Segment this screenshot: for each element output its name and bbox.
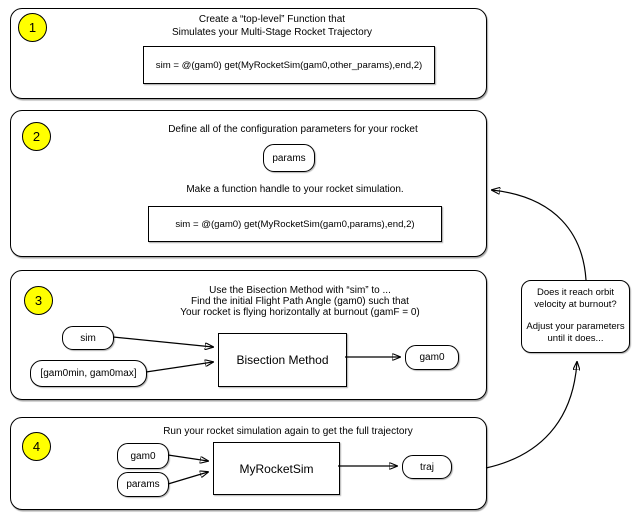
arrow-feedback-to-step2 <box>492 190 587 281</box>
step-3-title-line2: Find the initial Flight Path Angle (gam0… <box>191 296 409 307</box>
arrow-step4-to-feedback <box>485 362 577 469</box>
step-1-title: Create a “top-level” Function that Simul… <box>92 13 452 39</box>
step-1-badge: 1 <box>18 13 47 42</box>
sim-input-node: sim <box>62 326 114 350</box>
feedback-note: Does it reach orbit velocity at burnout?… <box>521 280 630 353</box>
feedback-instruction: Adjust your parameters until it does... <box>526 321 625 344</box>
myrocketsim-box: MyRocketSim <box>213 442 340 495</box>
step-1-code-box: sim = @(gam0) get(MyRocketSim(gam0,other… <box>143 46 435 84</box>
step-2-code-box: sim = @(gam0) get(MyRocketSim(gam0,param… <box>148 206 442 242</box>
step-2-title: Define all of the configuration paramete… <box>168 124 418 135</box>
feedback-question: Does it reach orbit velocity at burnout? <box>534 287 617 310</box>
step-3-badge: 3 <box>24 286 53 315</box>
step-4-title: Run your rocket simulation again to get … <box>163 426 413 437</box>
params-input-node: params <box>117 472 169 497</box>
step-3-title: Use the Bisection Method with “sim” to .… <box>115 285 485 318</box>
params-node: params <box>263 144 315 172</box>
gam0-input-node: gam0 <box>117 443 169 469</box>
step-1-title-line1: Create a “top-level” Function that <box>198 14 346 25</box>
step-4-badge: 4 <box>22 432 51 461</box>
step-1-title-line2: Simulates your Multi-Stage Rocket Trajec… <box>171 27 373 38</box>
gam0-output-node: gam0 <box>405 345 459 370</box>
traj-output-node: traj <box>402 455 452 479</box>
step-2-badge: 2 <box>22 122 51 151</box>
step-3-title-line3: Your rocket is flying horizontally at bu… <box>180 307 420 318</box>
step-3-title-line1: Use the Bisection Method with “sim” to .… <box>209 285 391 296</box>
step-2-subtitle: Make a function handle to your rocket si… <box>186 184 404 195</box>
gam0-range-input-node: [gam0min, gam0max] <box>30 360 147 387</box>
bisection-method-box: Bisection Method <box>218 333 347 387</box>
